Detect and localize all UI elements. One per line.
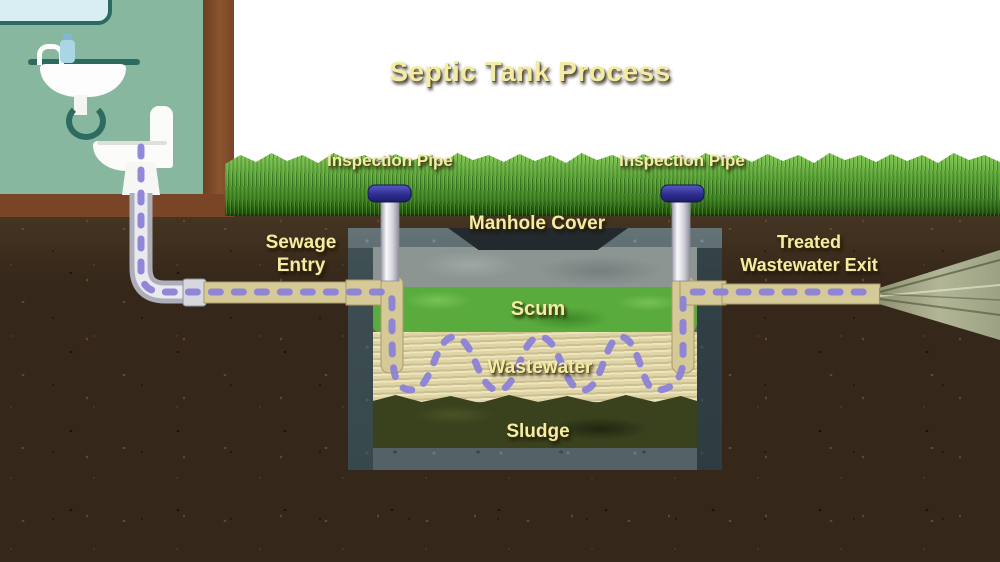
label-treated-exit-line2: Wastewater Exit — [740, 254, 878, 275]
label-sludge: Sludge — [506, 421, 570, 442]
scum-layer — [373, 287, 697, 332]
toilet-seat-rim — [97, 141, 167, 145]
sludge-layer — [373, 395, 697, 448]
label-scum: Scum — [510, 298, 566, 320]
page-title: Septic Tank Process — [389, 56, 671, 87]
label-treated-exit: Treated Wastewater Exit — [740, 231, 877, 276]
inspection-cap-right — [660, 184, 705, 203]
label-sewage-entry-line2: Entry — [276, 254, 326, 276]
label-sewage-entry-line1: Sewage — [265, 232, 337, 253]
flow-dashed-line — [137, 143, 880, 394]
inspection-pipe-left — [380, 196, 400, 282]
sink-counter — [28, 59, 140, 65]
inspection-pipe-right — [671, 196, 691, 282]
grass-band — [225, 153, 1000, 216]
inspection-cap-left — [367, 184, 412, 203]
label-treated-exit-line1: Treated — [776, 232, 842, 252]
wastewater-layer — [373, 332, 697, 402]
manhole-cover-recess — [448, 228, 628, 250]
tank-interior — [373, 247, 697, 448]
label-inspection-pipe-left: Inspection Pipe — [327, 151, 453, 170]
wastewater-spray — [879, 250, 1000, 340]
label-wastewater: Wastewater — [487, 357, 593, 378]
tank-headspace-layer — [373, 247, 697, 287]
label-manhole-cover: Manhole Cover — [468, 213, 606, 234]
bathroom-mirror — [0, 0, 112, 25]
spray-streaks — [879, 259, 1000, 316]
soap-bottle-cap — [63, 33, 72, 41]
sink-trap-ring — [66, 102, 106, 140]
label-sewage-entry: Sewage Entry — [266, 232, 337, 278]
toilet-drain-pipe — [129, 193, 200, 304]
label-inspection-pipe-right: Inspection Pipe — [619, 151, 745, 170]
house-floor-edge — [0, 194, 234, 217]
soap-bottle — [60, 40, 75, 63]
